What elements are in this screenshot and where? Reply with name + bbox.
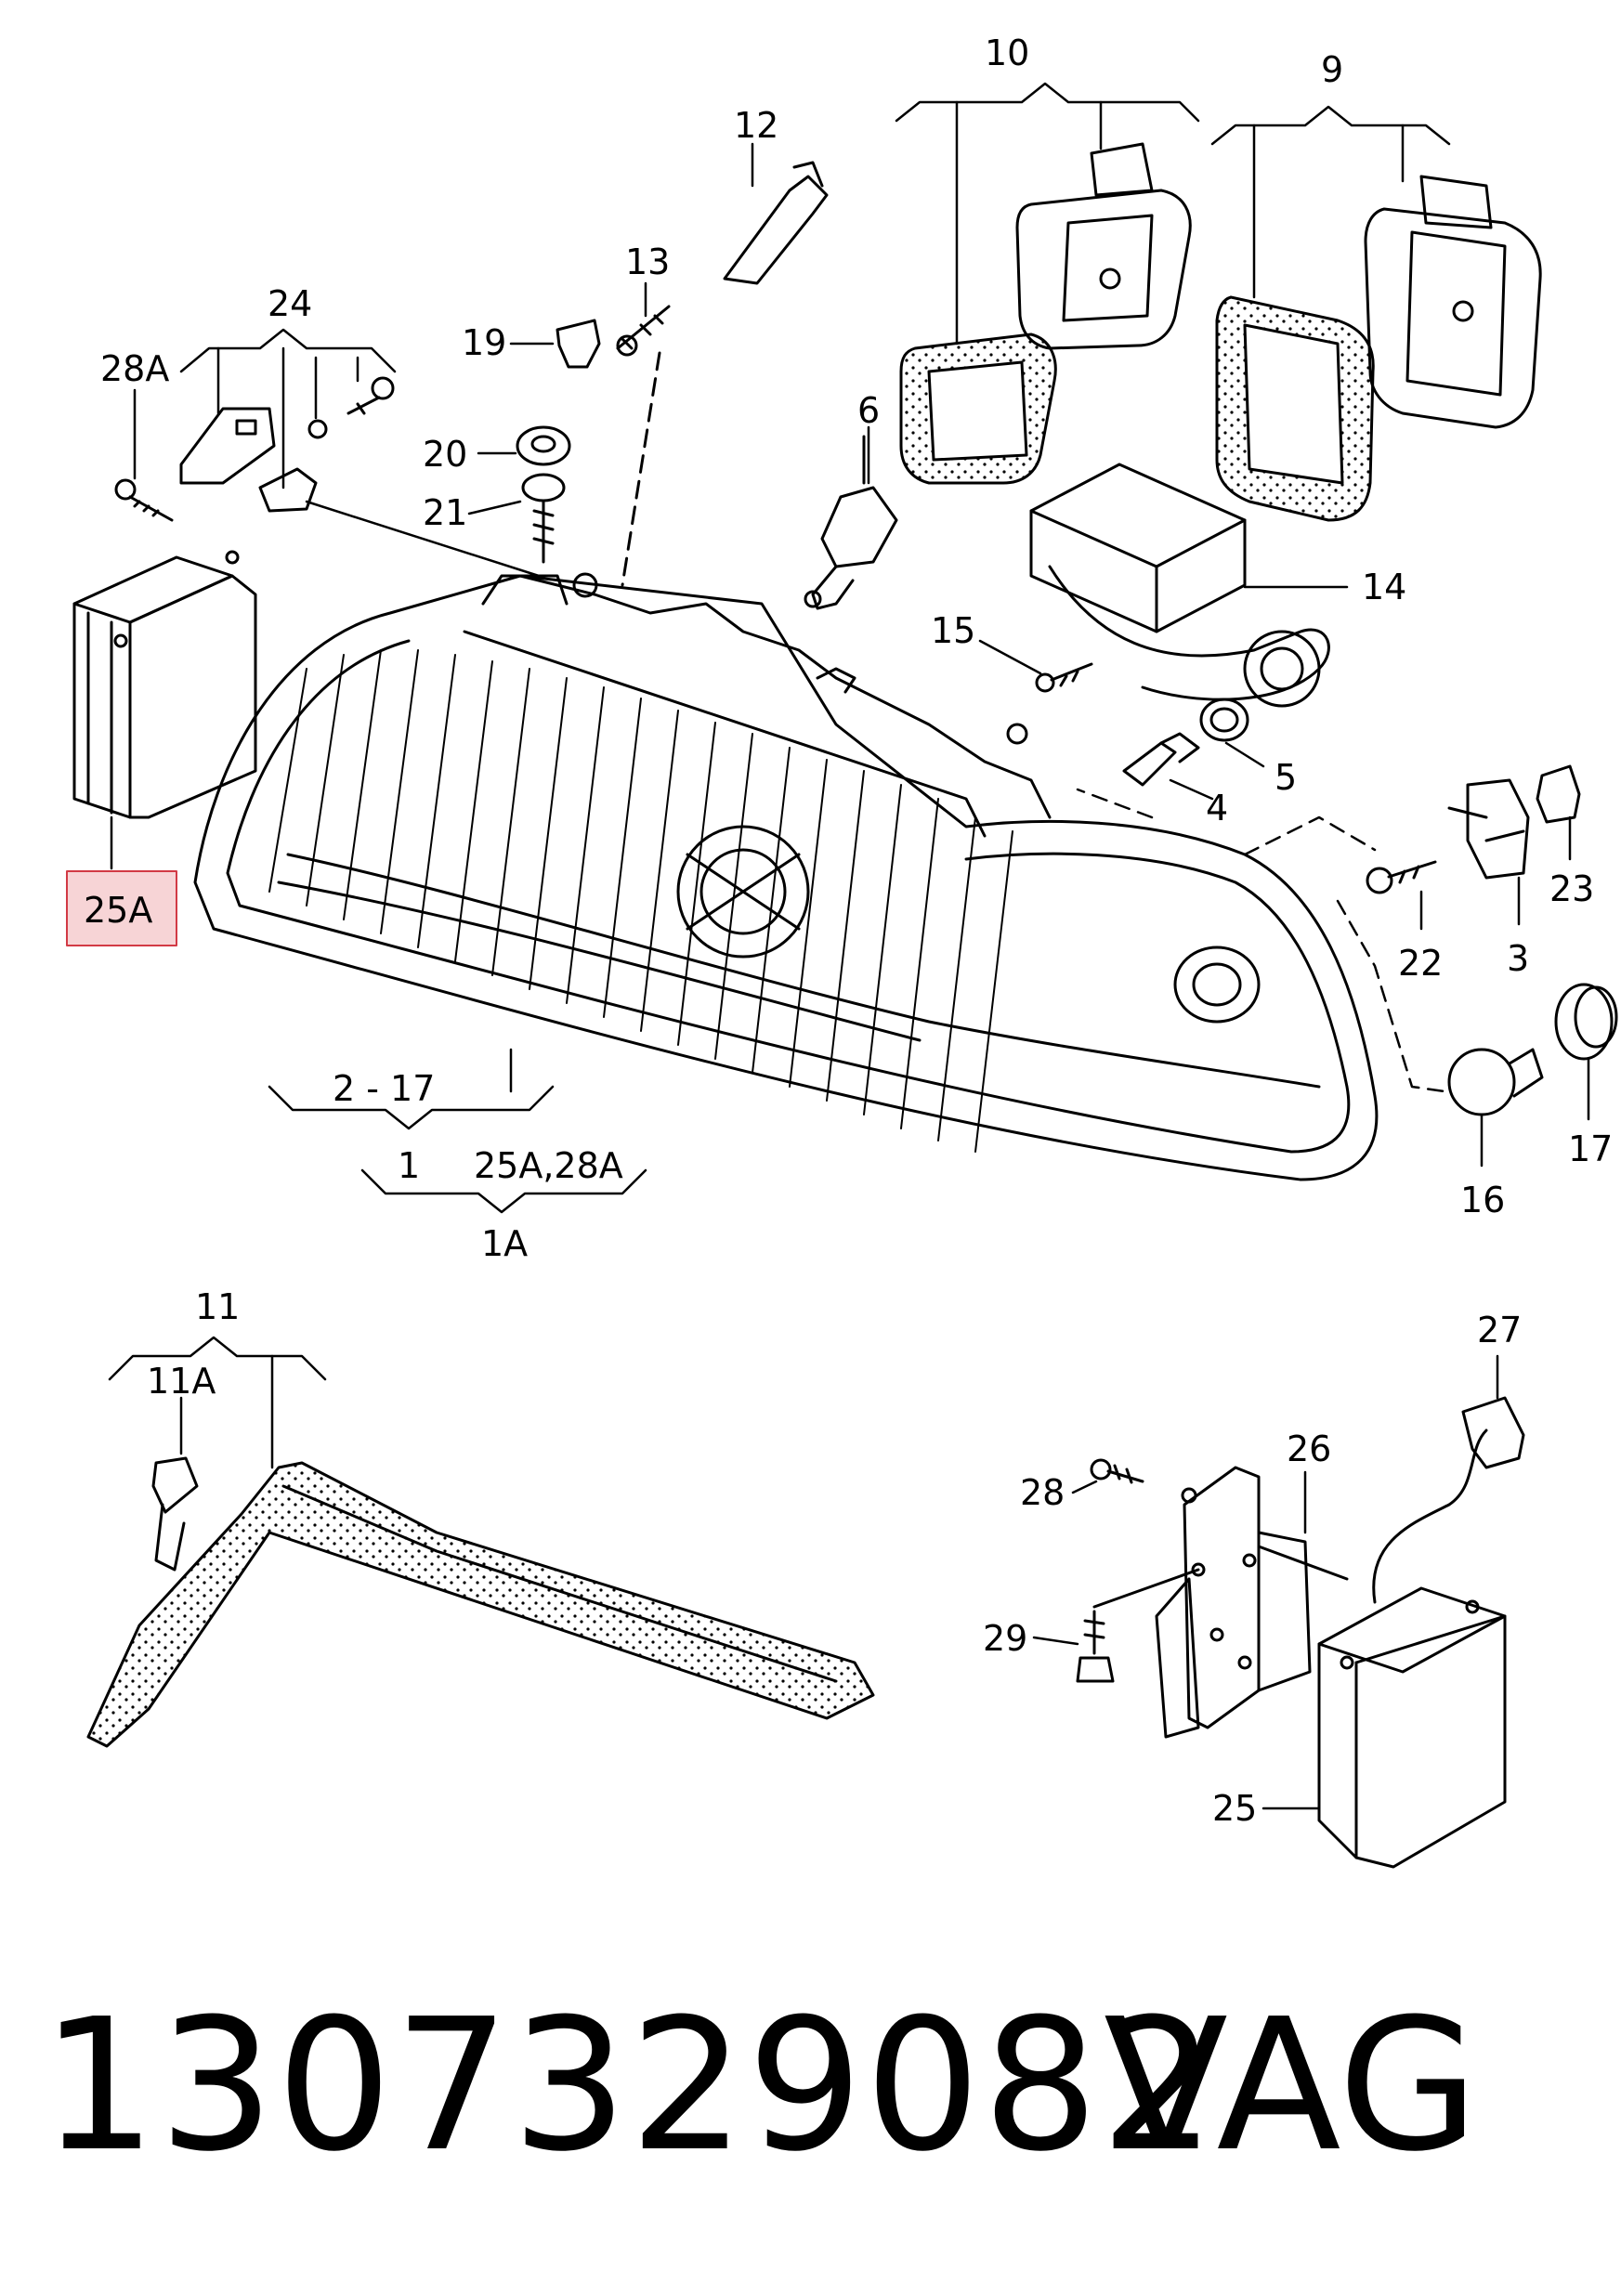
screw-15 [1035, 662, 1093, 693]
cap-9 [1364, 175, 1542, 429]
callout-3: 3 [1507, 938, 1529, 979]
callout-28: 28 [1020, 1472, 1065, 1513]
cap-10 [1015, 142, 1192, 350]
screw-13 [616, 305, 671, 357]
ring-5 [1199, 698, 1249, 742]
part-number: 1307329082 [41, 1980, 1219, 2192]
washer-20 [516, 425, 571, 466]
seal-10 [899, 333, 1057, 485]
screw-22 [1366, 860, 1437, 894]
callout-24: 24 [268, 283, 312, 324]
callout-25a: 25A [84, 890, 152, 931]
callout-25: 25 [1212, 1788, 1257, 1829]
callout-14: 14 [1362, 567, 1406, 607]
callout-2-17: 2 - 17 [333, 1068, 435, 1109]
callout-27: 27 [1477, 1310, 1522, 1350]
control-unit-25 [1317, 1586, 1507, 1869]
callout-5: 5 [1275, 757, 1297, 798]
bulb-holder-3 [1447, 778, 1530, 880]
callout-4: 4 [1206, 788, 1228, 828]
callout-22: 22 [1398, 943, 1443, 984]
callout-25a-28a: 25A,28A [474, 1145, 623, 1186]
seal-9 [1215, 295, 1375, 522]
callout-10: 10 [985, 33, 1029, 73]
adjuster-12 [723, 161, 829, 285]
callout-21: 21 [423, 492, 467, 533]
clip-11a [151, 1456, 199, 1514]
callout-17: 17 [1568, 1128, 1613, 1169]
socket-17 [1554, 983, 1618, 1061]
callout-16: 16 [1460, 1180, 1505, 1220]
bracket-26 [1155, 1466, 1312, 1739]
callout-13: 13 [625, 241, 670, 282]
wiring-27 [1372, 1396, 1525, 1604]
callout-12: 12 [734, 105, 778, 146]
bracket-set-24 [179, 376, 395, 513]
screw-28a [114, 478, 174, 522]
bulb-16 [1447, 1048, 1544, 1116]
manufacturer-name: VAG [1104, 1980, 1480, 2192]
callout-20: 20 [423, 434, 467, 475]
callout-1a: 1A [481, 1223, 528, 1264]
trim-strip-11 [86, 1461, 875, 1748]
callout-28a: 28A [100, 348, 169, 389]
highlight-25a-box [66, 870, 177, 946]
callout-26: 26 [1287, 1428, 1331, 1469]
control-unit-25a [72, 550, 257, 819]
igniter-14 [1029, 463, 1330, 708]
callout-1: 1 [398, 1145, 420, 1186]
connector-23 [1536, 764, 1581, 824]
callout-11a: 11A [147, 1361, 216, 1402]
callout-29: 29 [983, 1618, 1027, 1659]
screw-21 [521, 473, 566, 564]
callout-15: 15 [931, 610, 975, 651]
bulb-6 [804, 486, 898, 610]
callout-19: 19 [462, 322, 506, 363]
screw-28 [1090, 1458, 1144, 1484]
bolt-29 [1076, 1610, 1115, 1683]
callout-23: 23 [1549, 868, 1594, 909]
callout-11: 11 [195, 1286, 240, 1327]
xenon-bulb-4 [1122, 732, 1200, 787]
callout-6: 6 [857, 390, 880, 431]
headlight-housing [193, 572, 1379, 1181]
clip-19 [556, 319, 601, 369]
callout-9: 9 [1321, 49, 1343, 90]
